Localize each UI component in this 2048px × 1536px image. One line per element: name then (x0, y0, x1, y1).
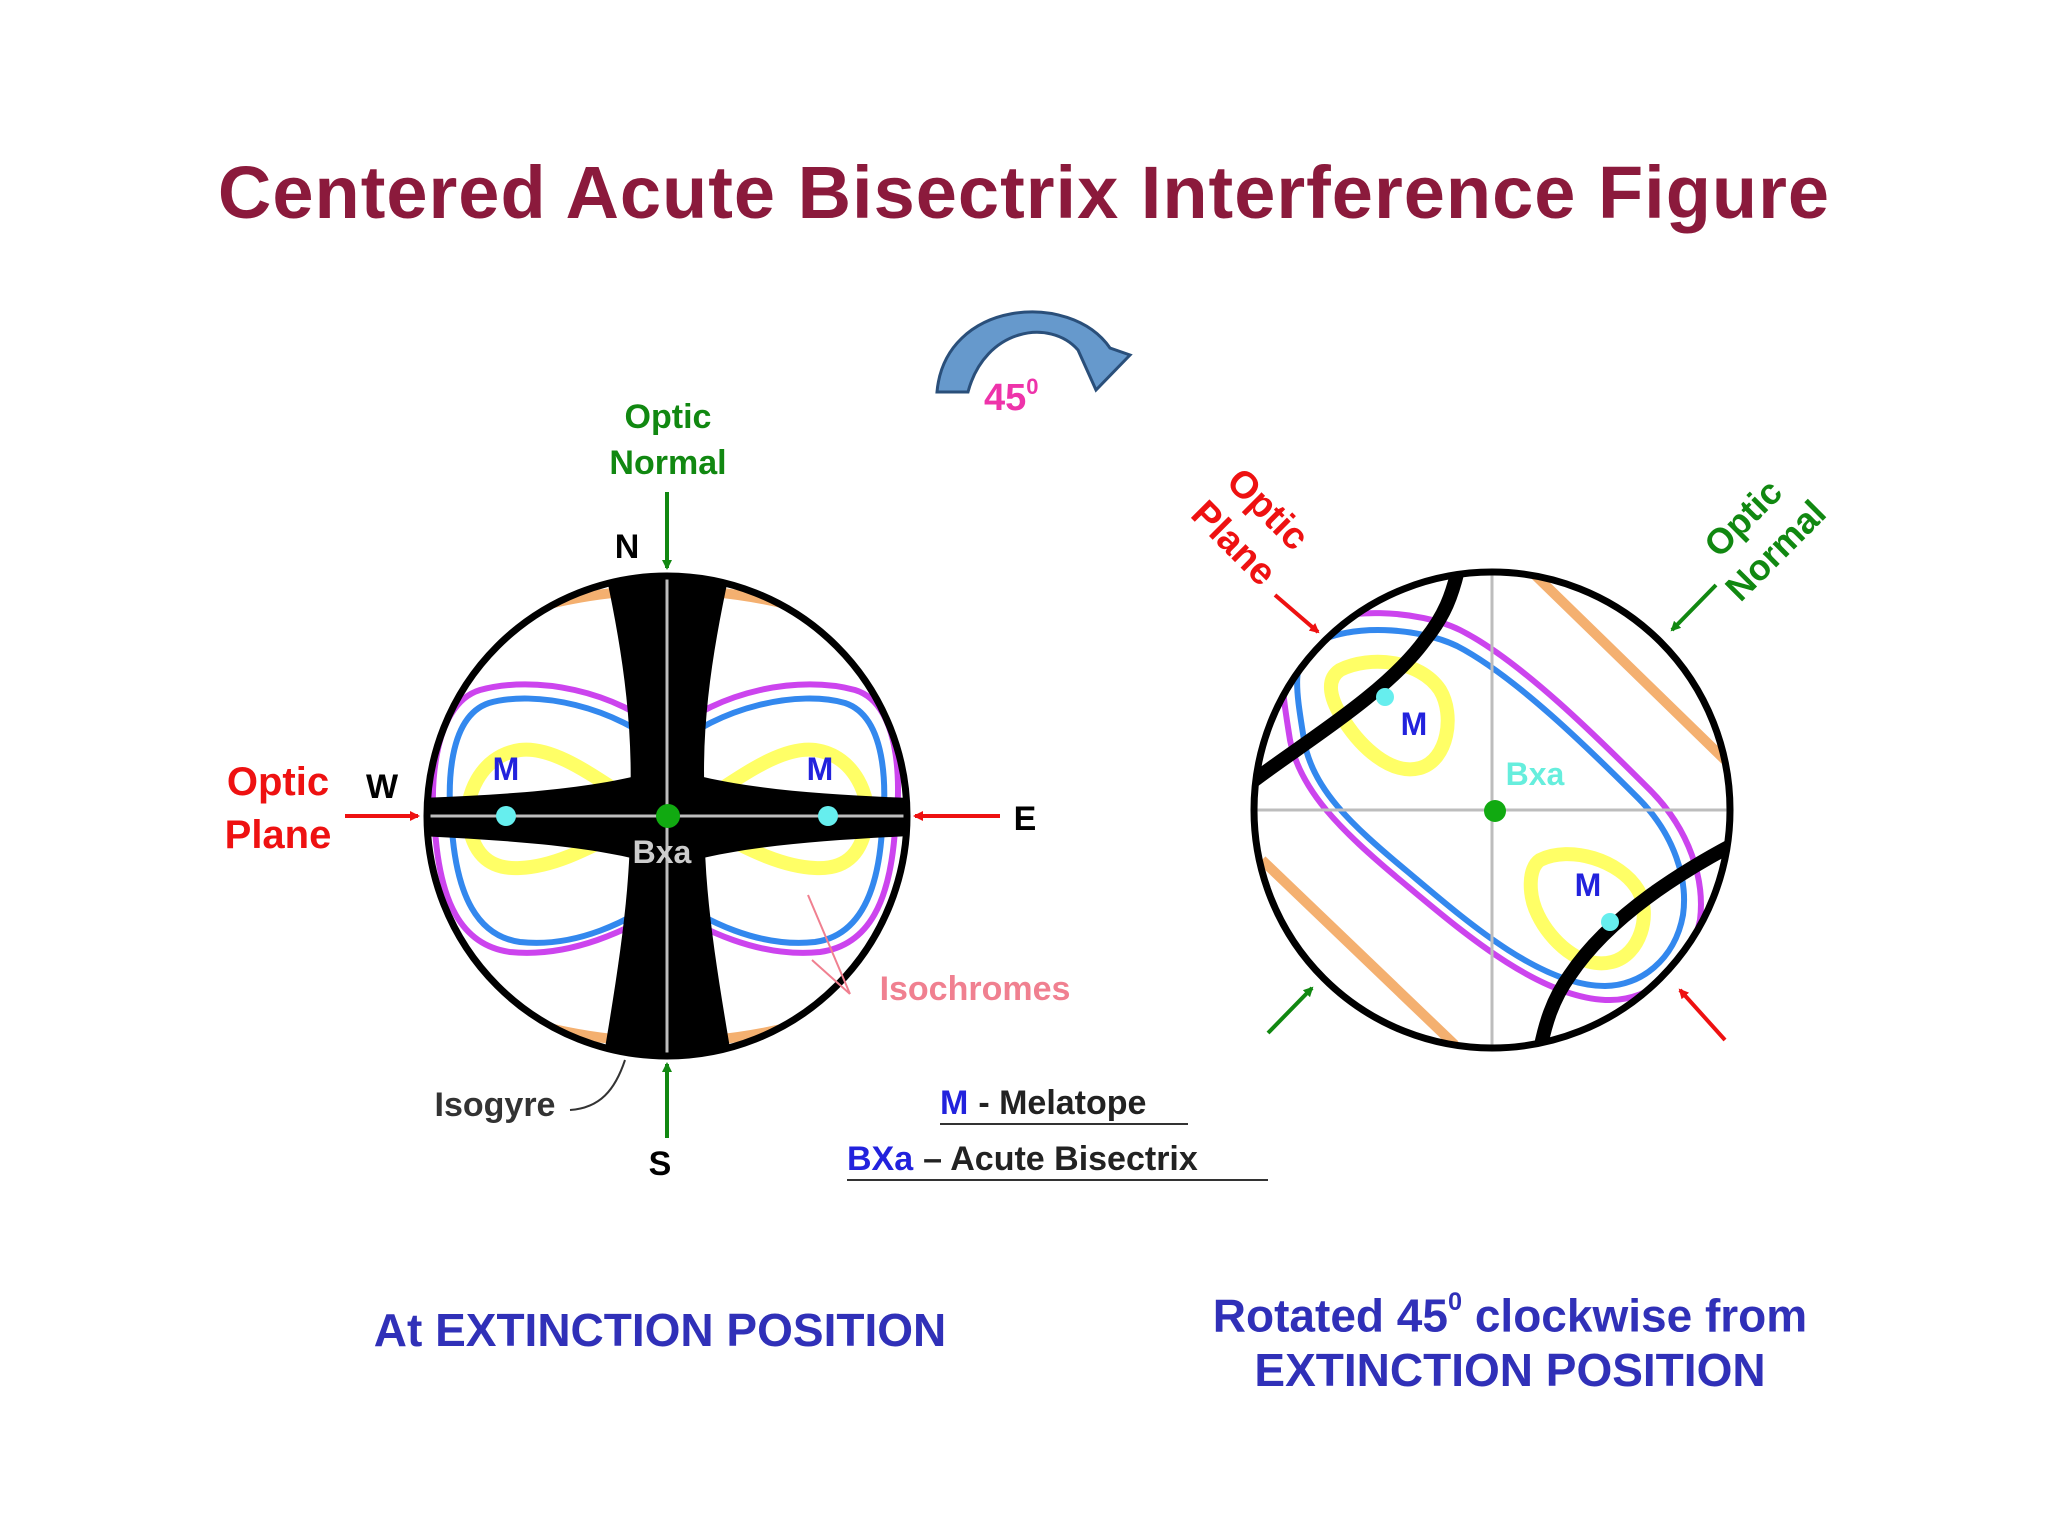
melatope-label: M (493, 751, 520, 787)
optic-normal-label: Normal (609, 444, 726, 482)
isogyre-label: Isogyre (435, 1086, 556, 1124)
page-title: Centered Acute Bisectrix Interference Fi… (217, 151, 1831, 234)
isochrome-blue (1294, 627, 1687, 990)
isochrome-yellow (1523, 847, 1651, 971)
bxa-dot (1484, 800, 1506, 822)
isogyre-arc (1254, 572, 1465, 788)
isochrome-orange (1531, 572, 1729, 764)
melatope-label: M (807, 751, 834, 787)
legend: M- Melatope BXa– Acute Bisectrix (847, 1084, 1268, 1181)
isochrome-yellow (1323, 654, 1455, 777)
bxa-dot (656, 804, 680, 828)
bxa-label: Bxa (1506, 756, 1565, 792)
melatope-dot (1376, 688, 1394, 706)
optic-plane-arrow-icon (1273, 593, 1320, 634)
legend-bxa: BXa– Acute Bisectrix (847, 1140, 1198, 1178)
right-interference-figure (1250, 568, 1734, 1052)
bxa-label: Bxa (633, 834, 692, 870)
optic-normal-arrow-icon (1266, 986, 1314, 1035)
isochromes-leader (807, 894, 851, 995)
melatope-label: M (1401, 706, 1428, 742)
north-label: N (615, 528, 640, 566)
optic-normal-label: Optic (625, 398, 712, 436)
melatope-dot (1601, 913, 1619, 931)
left-caption: At EXTINCTION POSITION (373, 1304, 947, 1356)
isochromes-label: Isochromes (880, 970, 1071, 1008)
melatope-label: M (1575, 867, 1602, 903)
left-interference-figure (423, 572, 911, 1060)
isochrome-orange (1258, 856, 1459, 1048)
optic-plane-label: Plane (225, 813, 332, 857)
melatope-dot (496, 806, 516, 826)
isogyre-leader (569, 1059, 626, 1111)
right-caption: Rotated 450 clockwise from EXTINCTION PO… (1212, 1288, 1808, 1396)
melatope-dot (818, 806, 838, 826)
legend-melatope: M- Melatope (940, 1084, 1146, 1122)
south-label: S (649, 1145, 672, 1183)
optic-plane-arrow-icon (1678, 988, 1727, 1042)
rotation-arrow-icon (935, 310, 1133, 394)
rotation-label: 450 (984, 374, 1039, 419)
west-label: W (366, 768, 399, 806)
optic-normal-arrow-icon (1670, 583, 1718, 632)
east-label: E (1014, 800, 1037, 838)
isogyre-arc (1533, 838, 1730, 1048)
optic-plane-label: Optic (227, 760, 329, 804)
